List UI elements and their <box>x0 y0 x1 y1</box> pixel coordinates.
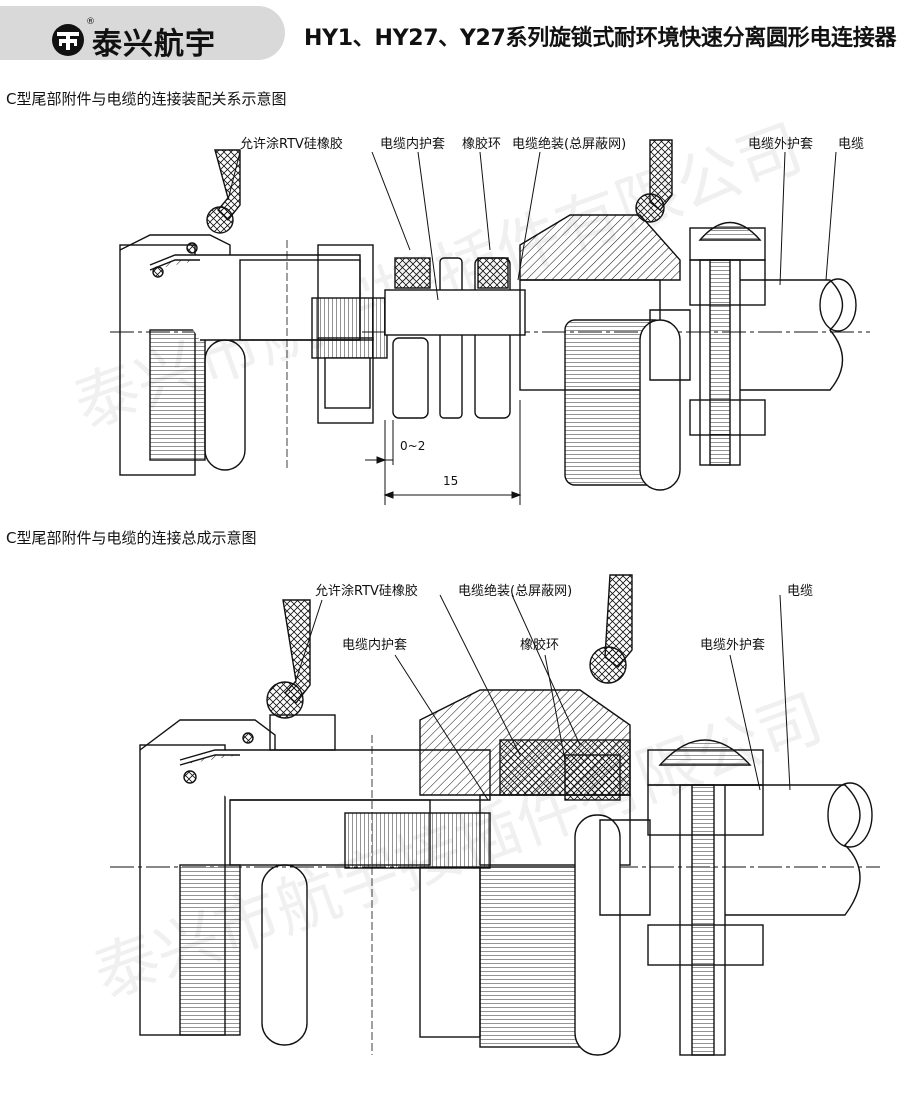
figure1-caption: C型尾部附件与电缆的连接装配关系示意图 <box>6 90 287 108</box>
cable-inner <box>344 812 491 869</box>
dimension-length: 15 <box>443 474 458 488</box>
brand-banner: ® 泰兴航宇 <box>0 6 285 62</box>
label-cable: 电缆 <box>787 583 813 599</box>
label-outer-sheath: 电缆外护套 <box>700 637 765 653</box>
inner-sheath-part <box>394 257 431 289</box>
label-inner-sheath: 电缆内护套 <box>380 136 445 152</box>
label-cable: 电缆 <box>838 136 864 152</box>
brand-name: 泰兴航宇 <box>92 27 216 62</box>
label-rtv: 允许涂RTV硅橡胶 <box>315 583 418 599</box>
cable-outer <box>725 784 861 916</box>
figure2-assembly-diagram: 允许涂RTV硅橡胶 电缆绝装(总屏蔽网) 电缆 电缆内护套 橡胶环 电缆外护套 <box>110 574 880 1056</box>
label-shield: 电缆绝装(总屏蔽网) <box>512 136 626 152</box>
label-rtv: 允许涂RTV硅橡胶 <box>240 136 343 152</box>
cable-inner <box>311 297 388 359</box>
label-shield: 电缆绝装(总屏蔽网) <box>458 583 572 599</box>
page-header: ® 泰兴航宇 HY1、HY27、Y27系列旋锁式耐环境快速分离圆形电连接器 <box>0 0 900 66</box>
registered-mark: ® <box>86 17 95 27</box>
label-rubber-ring: 橡胶环 <box>520 637 559 653</box>
label-rubber-ring: 橡胶环 <box>462 136 501 152</box>
label-inner-sheath: 电缆内护套 <box>342 637 407 653</box>
rtv-flag-right <box>649 139 673 211</box>
company-logo-icon <box>52 24 84 56</box>
figure1-assembly-diagram: 允许涂RTV硅橡胶 电缆内护套 橡胶环 电缆绝装(总屏蔽网) 电缆外护套 电缆 … <box>110 136 870 505</box>
figure2-caption: C型尾部附件与电缆的连接总成示意图 <box>6 529 257 547</box>
dimension-gap: 0~2 <box>400 439 425 453</box>
label-outer-sheath: 电缆外护套 <box>748 136 813 152</box>
rubber-ring-part <box>477 257 509 289</box>
cable-outer <box>740 279 844 391</box>
series-title: HY1、HY27、Y27系列旋锁式耐环境快速分离圆形电连接器 <box>304 26 897 51</box>
